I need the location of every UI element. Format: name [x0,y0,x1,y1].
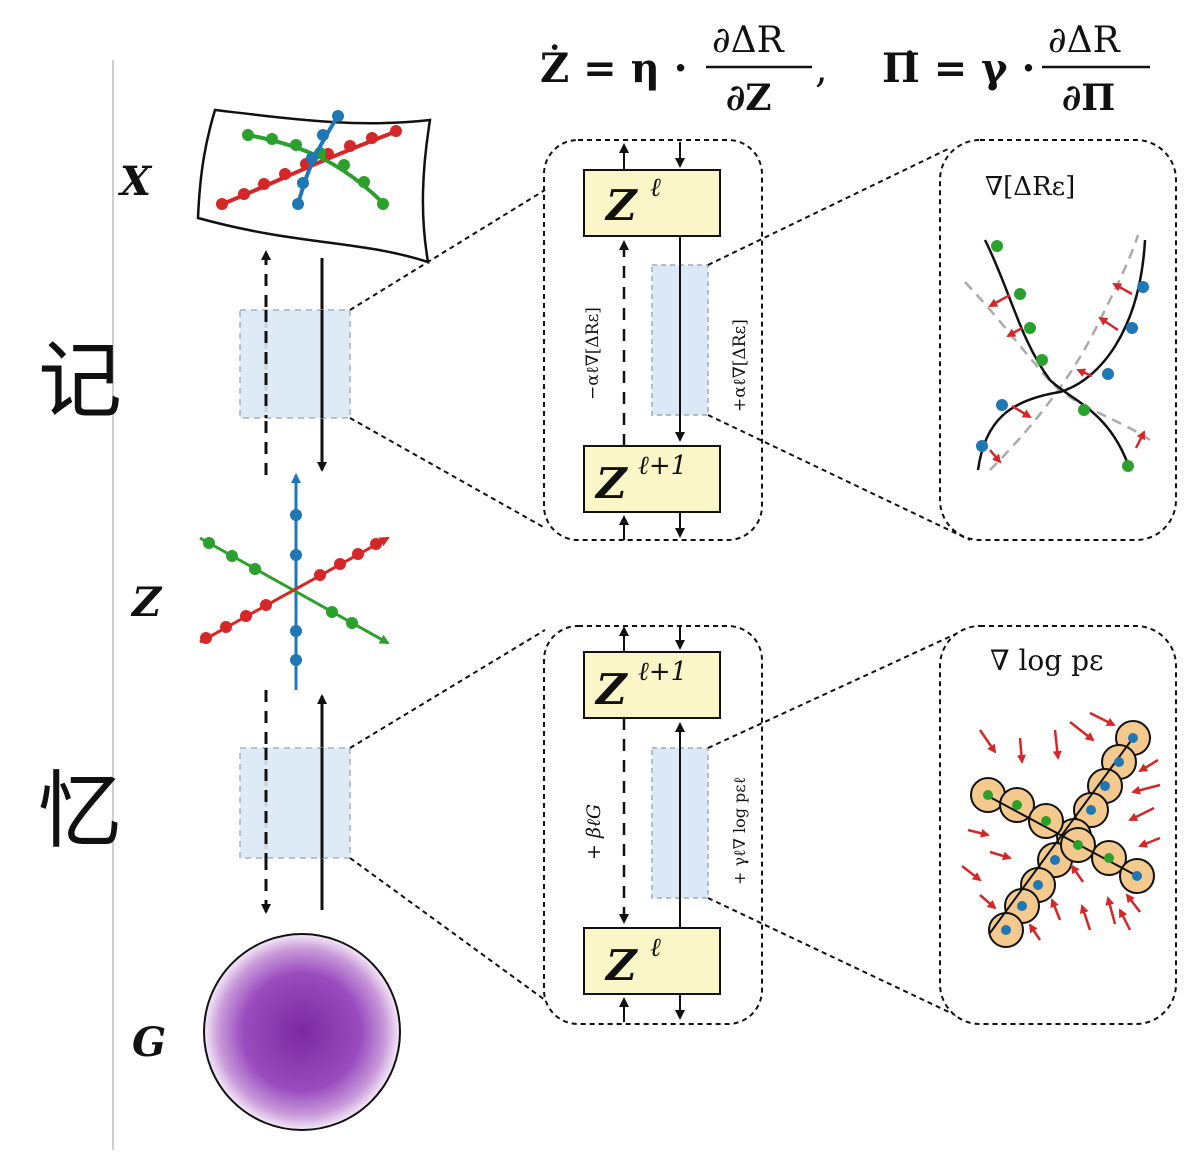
svg-text:Z: Z [594,665,628,714]
svg-text:Z: Z [604,941,638,990]
svg-text:,: , [815,46,828,92]
zoom-lines-decode [349,629,546,1001]
detail-score-panel: ∇ log pε [939,625,1177,1025]
svg-text:Π̇ = γ ·: Π̇ = γ · [882,45,1035,92]
side-char-bottom: 忆 [38,762,122,860]
svg-text:∂ΔR: ∂ΔR [1048,20,1121,61]
svg-text:∂ΔR: ∂ΔR [712,20,785,61]
svg-text:Ż = η ·: Ż = η · [540,45,688,92]
encode-box-bottom [583,445,721,513]
encode-box-top [583,169,721,237]
svg-text:∂Π: ∂Π [1062,77,1115,119]
detail-title-top: ∇[ΔRε] [985,172,1075,202]
svg-text:ℓ+1: ℓ+1 [638,657,687,687]
svg-text:∂Z: ∂Z [726,77,772,119]
side-char-top: 记 [38,332,122,430]
encode-left-operator: −αℓ∇[ΔRε] [583,307,603,400]
zoom-lines-detail [707,147,971,1023]
equation-pi: Π̇ = γ · ∂ΔR ∂Π [882,20,1150,119]
encode-layer-block: Z ℓ Z ℓ+1 −αℓ∇[ΔRε] +αℓ∇[ΔRε] [543,139,763,541]
data-manifold-X [196,108,432,264]
label-Z: Z [130,579,163,626]
encode-layer-highlight [239,309,351,419]
decode-box-top [583,651,721,719]
decode-left-operator: + βℓG [583,804,605,860]
svg-text:Z: Z [604,181,638,230]
feature-subspaces-Z [199,473,390,690]
decode-right-operator: + γℓ∇ log pεℓ [730,776,749,885]
equation-z: Ż = η · ∂ΔR ∂Z , [540,20,828,119]
decode-layer-highlight [239,747,351,859]
svg-text:Z: Z [594,459,628,508]
detail-compression-panel: ∇[ΔRε] [939,139,1177,541]
decode-box-bottom [583,927,721,995]
svg-text:ℓ+1: ℓ+1 [638,451,687,481]
gaussian-G [203,933,401,1131]
label-G: G [132,1019,166,1066]
encode-right-operator: +αℓ∇[ΔRε] [730,319,750,412]
decode-layer-block: Z ℓ+1 Z ℓ + βℓG + γℓ∇ log pεℓ [543,625,763,1025]
detail-title-bottom: ∇ log pε [990,644,1104,677]
svg-text:ℓ: ℓ [650,173,661,203]
svg-text:ℓ: ℓ [650,933,661,963]
zoom-lines-encode [349,189,546,529]
label-X: X [117,158,153,205]
